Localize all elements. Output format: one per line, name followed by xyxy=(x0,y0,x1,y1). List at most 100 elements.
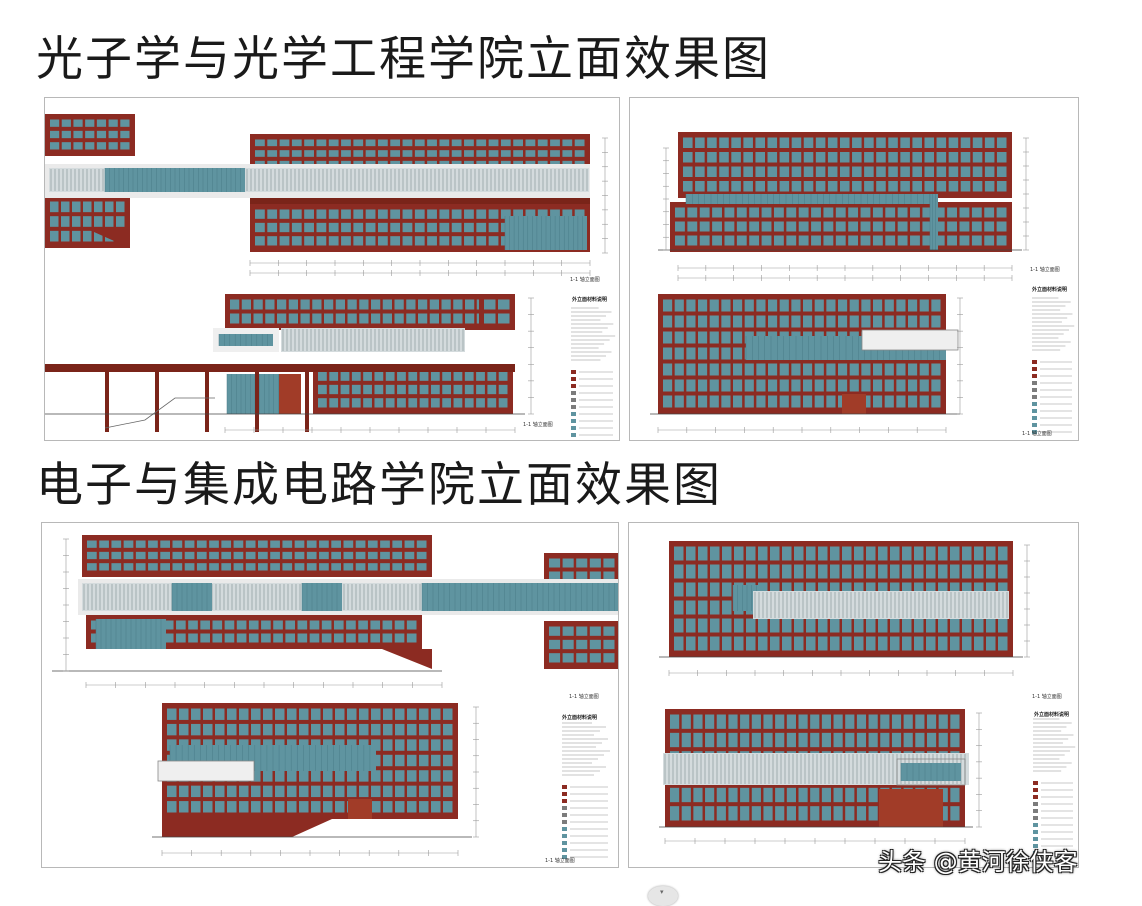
window xyxy=(767,181,778,192)
window xyxy=(709,315,719,328)
window xyxy=(550,139,560,147)
window xyxy=(50,216,59,227)
window xyxy=(430,371,440,381)
window xyxy=(908,315,918,328)
window xyxy=(443,708,453,720)
window xyxy=(674,363,684,376)
window xyxy=(351,371,361,381)
window xyxy=(746,546,756,561)
window xyxy=(854,564,864,579)
window xyxy=(267,236,278,246)
scroll-down-icon[interactable]: ▾ xyxy=(648,886,678,906)
elevation-label: 1-1 轴立面图 xyxy=(1022,431,1052,437)
window xyxy=(856,806,867,821)
window xyxy=(686,347,696,360)
window xyxy=(912,152,922,163)
window xyxy=(838,299,848,312)
window xyxy=(710,618,720,633)
window xyxy=(674,564,684,579)
window xyxy=(431,739,441,751)
window xyxy=(984,152,995,163)
material-swatch xyxy=(562,834,567,838)
window xyxy=(304,139,314,147)
screen-outline xyxy=(157,760,255,782)
window xyxy=(728,714,738,729)
window xyxy=(903,714,913,729)
window xyxy=(699,235,710,246)
window xyxy=(768,363,778,376)
window xyxy=(148,551,158,560)
window xyxy=(998,582,1008,597)
window xyxy=(896,363,906,376)
window xyxy=(815,181,826,192)
window xyxy=(912,137,922,148)
window xyxy=(61,216,70,227)
window xyxy=(227,708,237,720)
window xyxy=(380,540,390,548)
window xyxy=(392,551,403,560)
window xyxy=(316,139,327,147)
window xyxy=(318,371,327,381)
window xyxy=(902,636,912,651)
window xyxy=(335,313,345,324)
window xyxy=(453,398,463,408)
window xyxy=(549,639,561,650)
window xyxy=(176,620,186,630)
window xyxy=(926,732,937,748)
window xyxy=(408,384,418,395)
window xyxy=(273,620,283,630)
window xyxy=(724,235,735,246)
window xyxy=(163,620,174,630)
window xyxy=(734,546,744,561)
window xyxy=(876,152,886,163)
window xyxy=(854,546,864,561)
window xyxy=(707,166,717,177)
window xyxy=(833,714,843,729)
column xyxy=(305,372,309,432)
window xyxy=(431,723,441,736)
window xyxy=(380,563,390,571)
window xyxy=(61,230,70,242)
window xyxy=(786,787,796,803)
window xyxy=(670,732,680,748)
window xyxy=(430,384,440,395)
window xyxy=(919,299,929,312)
window xyxy=(768,395,778,408)
window xyxy=(922,221,933,232)
window xyxy=(830,582,840,597)
window xyxy=(833,787,843,803)
section-title-photonics: 光子学与光学工程学院立面效果图 xyxy=(36,32,771,87)
window xyxy=(716,732,726,748)
window xyxy=(751,787,761,803)
window xyxy=(407,801,417,813)
material-swatch xyxy=(1032,360,1037,364)
window xyxy=(431,801,441,813)
window xyxy=(191,801,201,813)
window xyxy=(791,395,801,408)
window xyxy=(866,564,876,579)
window xyxy=(275,708,285,720)
window xyxy=(99,540,109,548)
window xyxy=(160,563,170,571)
window xyxy=(740,714,750,729)
window xyxy=(402,150,413,157)
window xyxy=(842,564,852,579)
window xyxy=(427,236,437,246)
curtain-wall xyxy=(422,583,618,611)
window xyxy=(938,714,948,729)
window xyxy=(167,708,177,720)
window xyxy=(830,636,840,651)
window xyxy=(866,546,876,561)
window xyxy=(712,207,722,218)
window xyxy=(443,723,453,736)
window xyxy=(722,546,732,561)
window xyxy=(861,363,871,376)
window xyxy=(744,363,754,376)
window xyxy=(794,546,804,561)
elevation-label: 1-1 轴立面图 xyxy=(1032,694,1062,700)
window xyxy=(123,551,134,560)
window xyxy=(328,236,339,246)
window xyxy=(576,626,588,636)
elevation-drawing-canvas xyxy=(650,132,1075,434)
window xyxy=(167,723,177,736)
